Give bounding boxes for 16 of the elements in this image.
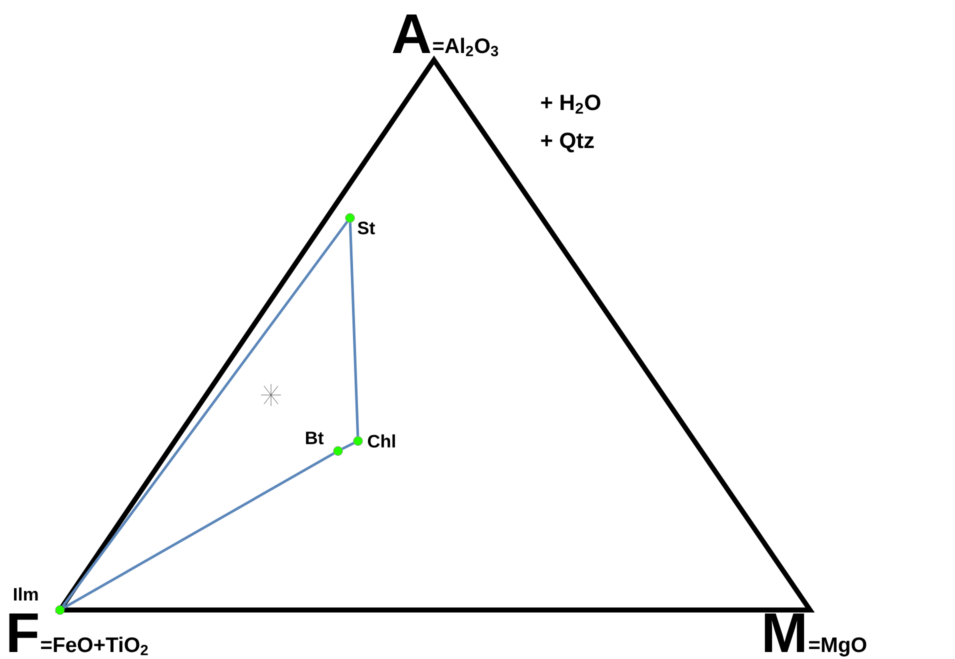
vertex-formula: =FeO+TiO$_{2}$ <box>41 636 148 656</box>
vertex-letter: F <box>9 613 38 652</box>
mineral-label: Ilm <box>14 587 38 601</box>
tie-line <box>348 222 360 436</box>
tie-line <box>62 221 348 607</box>
vertex-letter: A <box>392 14 430 53</box>
mineral-label: St <box>358 222 375 234</box>
tie-line <box>342 442 354 450</box>
vertex-letter: M <box>764 613 804 652</box>
mineral-label: Bt <box>306 432 324 444</box>
mineral-label: Chl <box>368 434 395 448</box>
vertex-formula: =MgO <box>809 637 866 656</box>
component-note: + H$_{2}$O <box>541 94 600 114</box>
tie-line <box>63 452 335 609</box>
component-note: + Qtz <box>541 132 594 152</box>
vertex-formula: =Al$_{2}$O$_{3}$ <box>433 38 498 56</box>
